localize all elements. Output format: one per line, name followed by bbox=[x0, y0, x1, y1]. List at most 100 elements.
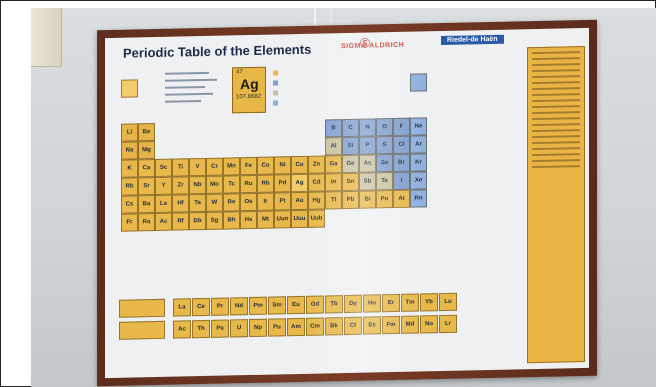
element-cell: Ir bbox=[257, 192, 274, 211]
f-block-cell: Ac bbox=[173, 320, 191, 339]
element-cell: Rh bbox=[257, 174, 274, 193]
element-cell: Hg bbox=[308, 191, 325, 210]
poster-title: Periodic Table of the Elements bbox=[123, 41, 312, 61]
element-cell: Sr bbox=[138, 177, 155, 196]
legend-mass: 107.8682 bbox=[236, 93, 262, 101]
element-cell: As bbox=[359, 154, 376, 173]
element-cell: Tl bbox=[325, 191, 342, 210]
element-cell: Bh bbox=[223, 211, 240, 230]
element-cell: Mt bbox=[257, 210, 274, 229]
element-cell bbox=[410, 73, 427, 92]
element-cell: Pt bbox=[274, 192, 291, 211]
element-cell: O bbox=[376, 118, 393, 137]
element-cell: W bbox=[206, 193, 223, 212]
element-cell: Fe bbox=[240, 156, 257, 176]
f-block-cell: Pa bbox=[211, 319, 229, 338]
f-block-row-label bbox=[119, 320, 165, 340]
element-cell: C bbox=[342, 118, 359, 138]
element-cell bbox=[121, 79, 138, 98]
f-block-cell: Ho bbox=[363, 294, 381, 313]
f-block-cell: Nd bbox=[230, 297, 248, 316]
element-cell: Fr bbox=[121, 213, 138, 232]
element-cell: Rf bbox=[172, 212, 189, 231]
element-cell: Zr bbox=[172, 176, 189, 195]
element-cell: Au bbox=[291, 191, 308, 211]
f-block-cell: Dy bbox=[344, 294, 362, 314]
element-cell: I bbox=[393, 171, 410, 191]
f-block-cell: Pu bbox=[268, 318, 286, 337]
element-cell: Ni bbox=[274, 156, 291, 175]
element-cell: Tc bbox=[223, 175, 240, 194]
element-cell: Ta bbox=[189, 193, 206, 213]
element-cell: Al bbox=[325, 137, 342, 156]
element-cell: Cs bbox=[121, 195, 138, 214]
element-cell: Os bbox=[240, 192, 257, 212]
f-block-cell: Lr bbox=[439, 314, 457, 334]
sigma-aldrich-brand: SIGMA-ALDRICH bbox=[341, 41, 405, 51]
element-cell: Bi bbox=[359, 190, 376, 209]
f-block-cell: Yb bbox=[420, 293, 438, 312]
f-block-cell: Cm bbox=[306, 317, 324, 336]
element-cell: Ba bbox=[138, 195, 155, 214]
element-cell: La bbox=[155, 194, 172, 214]
element-cell: At bbox=[393, 189, 410, 209]
element-cell: Sg bbox=[206, 211, 223, 230]
f-block-cell: Gd bbox=[306, 295, 324, 314]
element-cell: Ti bbox=[172, 158, 189, 177]
element-cell: Ra bbox=[138, 213, 155, 232]
element-cell: B bbox=[325, 119, 342, 138]
element-cell: Ga bbox=[325, 155, 342, 174]
periodic-table-poster: Periodic Table of the Elements Ⓢ SIGMA-A… bbox=[105, 27, 589, 379]
legend-text-lines bbox=[165, 71, 225, 108]
element-cell: Na bbox=[121, 141, 138, 160]
element-cell: Te bbox=[376, 172, 393, 191]
f-block-cell: Tb bbox=[325, 295, 343, 314]
f-block-cell: No bbox=[420, 315, 438, 334]
riedel-brand: Riedel-de Haën bbox=[441, 34, 504, 46]
element-cell: Cu bbox=[291, 155, 308, 175]
element-cell: Ru bbox=[240, 174, 257, 194]
element-cell: Zn bbox=[308, 155, 325, 174]
f-block-cell: Eu bbox=[287, 295, 305, 315]
element-cell: Mo bbox=[206, 175, 223, 194]
f-block-cell: Ce bbox=[192, 297, 210, 317]
element-cell: Re bbox=[223, 193, 240, 212]
wall-outlet bbox=[31, 8, 62, 67]
element-cell: Hs bbox=[240, 210, 257, 230]
element-cell: Cr bbox=[206, 157, 223, 176]
element-cell: Hf bbox=[172, 194, 189, 213]
element-cell: Ge bbox=[342, 154, 359, 174]
element-cell: Ac bbox=[155, 212, 172, 232]
element-cell: Rb bbox=[121, 177, 138, 196]
element-cell: Uub bbox=[308, 209, 325, 228]
element-cell: Mn bbox=[223, 157, 240, 176]
f-block-cell: Md bbox=[401, 315, 419, 334]
element-cell: P bbox=[359, 136, 376, 155]
element-cell: Ar bbox=[410, 135, 427, 154]
f-block-cell: Fm bbox=[382, 315, 400, 335]
element-cell: Y bbox=[155, 176, 172, 196]
element-cell: Uun bbox=[274, 210, 291, 229]
legend-symbol: Ag bbox=[240, 75, 259, 93]
element-cell: Mg bbox=[138, 141, 155, 160]
f-block-cell: Pm bbox=[249, 296, 267, 316]
element-cell: Ne bbox=[410, 117, 427, 136]
f-block-cell: La bbox=[173, 298, 191, 317]
legend-element-box: 47 Ag 107.8682 bbox=[232, 66, 266, 114]
f-block-cell: Bk bbox=[325, 317, 343, 336]
f-block-cell: Th bbox=[192, 319, 210, 339]
f-block-row-label bbox=[119, 298, 165, 318]
f-block-cell: Cf bbox=[344, 316, 362, 336]
element-cell: Co bbox=[257, 156, 274, 175]
element-cell: In bbox=[325, 173, 342, 192]
element-cell: Li bbox=[121, 123, 138, 142]
element-cell: Se bbox=[376, 154, 393, 173]
legend-color-keys bbox=[273, 69, 333, 110]
element-cell: Db bbox=[189, 211, 206, 231]
element-cell: Br bbox=[393, 153, 410, 173]
f-block-cell: Es bbox=[363, 316, 381, 335]
element-cell: Pb bbox=[342, 190, 359, 210]
poster-frame: Periodic Table of the Elements Ⓢ SIGMA-A… bbox=[97, 19, 597, 387]
f-block-cell: Np bbox=[249, 318, 267, 338]
element-cell: Xe bbox=[410, 171, 427, 190]
